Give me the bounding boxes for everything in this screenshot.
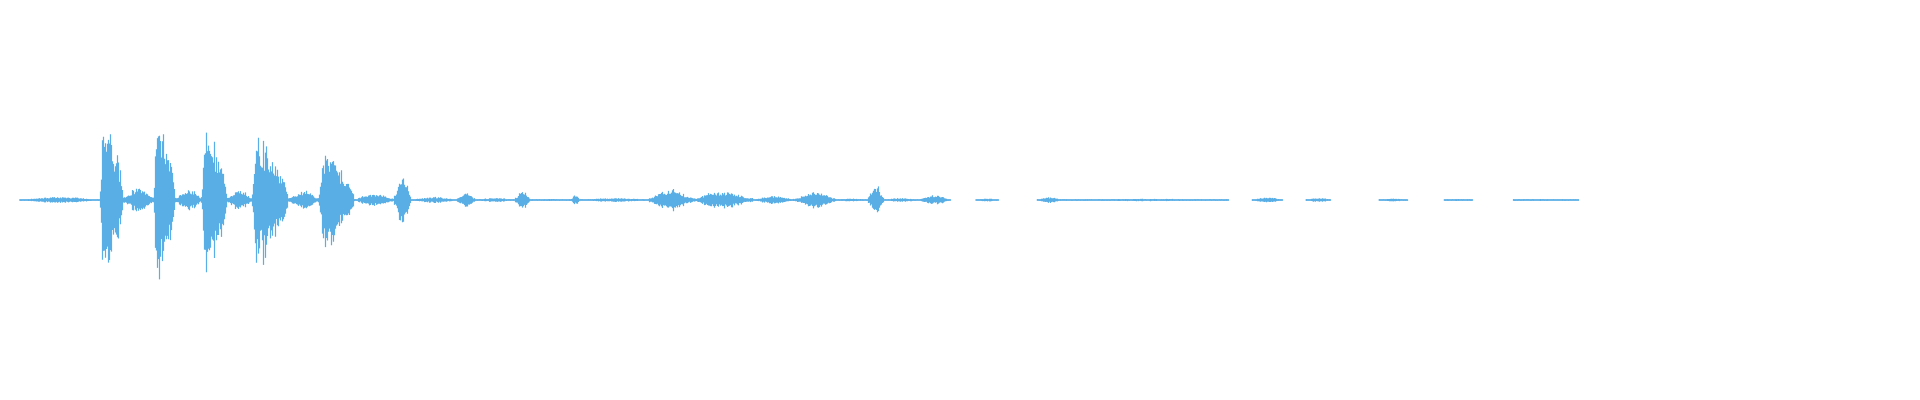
waveform-samples <box>19 132 1580 280</box>
